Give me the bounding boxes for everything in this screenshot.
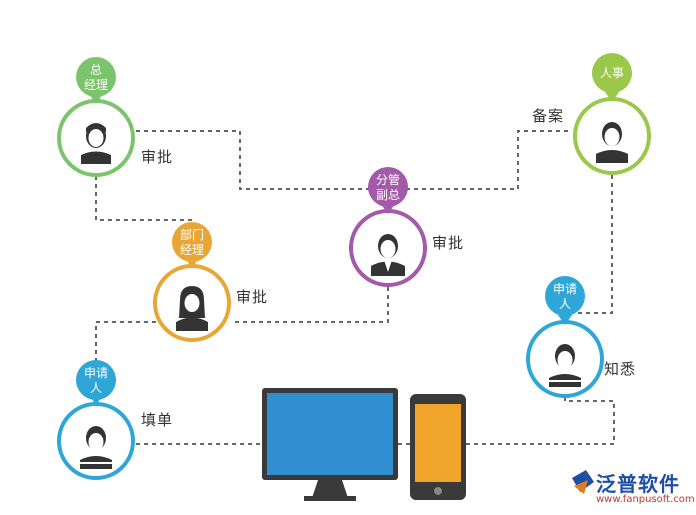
role-label-vice-president: 分管副总 — [375, 173, 400, 202]
brand-name: 泛普软件 — [596, 472, 680, 496]
connector-vp-link — [232, 287, 389, 323]
node-general-manager — [57, 57, 135, 177]
person-female-icon — [176, 286, 208, 331]
phone-icon — [410, 394, 466, 500]
person-male-icon — [81, 123, 111, 164]
role-pin — [368, 167, 408, 214]
brand-url: www.fanpusoft.com — [596, 494, 695, 505]
role-pin — [592, 53, 632, 102]
brand-logo-icon — [572, 470, 594, 494]
connector-phone-to-notify — [466, 380, 615, 445]
node-hr — [573, 53, 651, 175]
action-label-hr: 备案 — [532, 107, 565, 125]
node-vice-president — [349, 167, 427, 287]
node-dept-manager — [153, 222, 231, 342]
connector-hr-to-notify — [564, 175, 613, 322]
role-label-general-manager: 总经理 — [83, 63, 108, 92]
role-pin — [545, 276, 585, 325]
action-label-general-manager: 审批 — [141, 148, 174, 166]
person-striped-icon — [549, 344, 581, 387]
role-pin — [172, 222, 212, 268]
node-applicant-fill — [57, 360, 135, 480]
role-label-applicant-notify: 申请人 — [552, 282, 577, 311]
monitor-icon — [262, 388, 398, 501]
person-suit-icon — [371, 234, 405, 276]
person-striped-icon — [80, 426, 112, 469]
brand-watermark: 泛普软件 www.fanpusoft.com — [570, 468, 695, 512]
action-label-vice-president: 审批 — [432, 234, 465, 252]
role-pin — [76, 360, 116, 405]
role-pin — [76, 57, 116, 104]
person-male-icon — [596, 122, 628, 163]
role-label-applicant-fill: 申请人 — [83, 366, 108, 395]
role-label-hr: 人事 — [599, 66, 624, 80]
action-label-dept-manager: 审批 — [236, 288, 269, 306]
action-label-applicant-notify: 知悉 — [604, 360, 637, 378]
action-label-applicant-fill: 填单 — [141, 411, 174, 429]
role-label-dept-manager: 部门经理 — [179, 228, 204, 257]
connector-gm-to-vp — [136, 130, 572, 190]
node-applicant-notify — [526, 276, 604, 398]
